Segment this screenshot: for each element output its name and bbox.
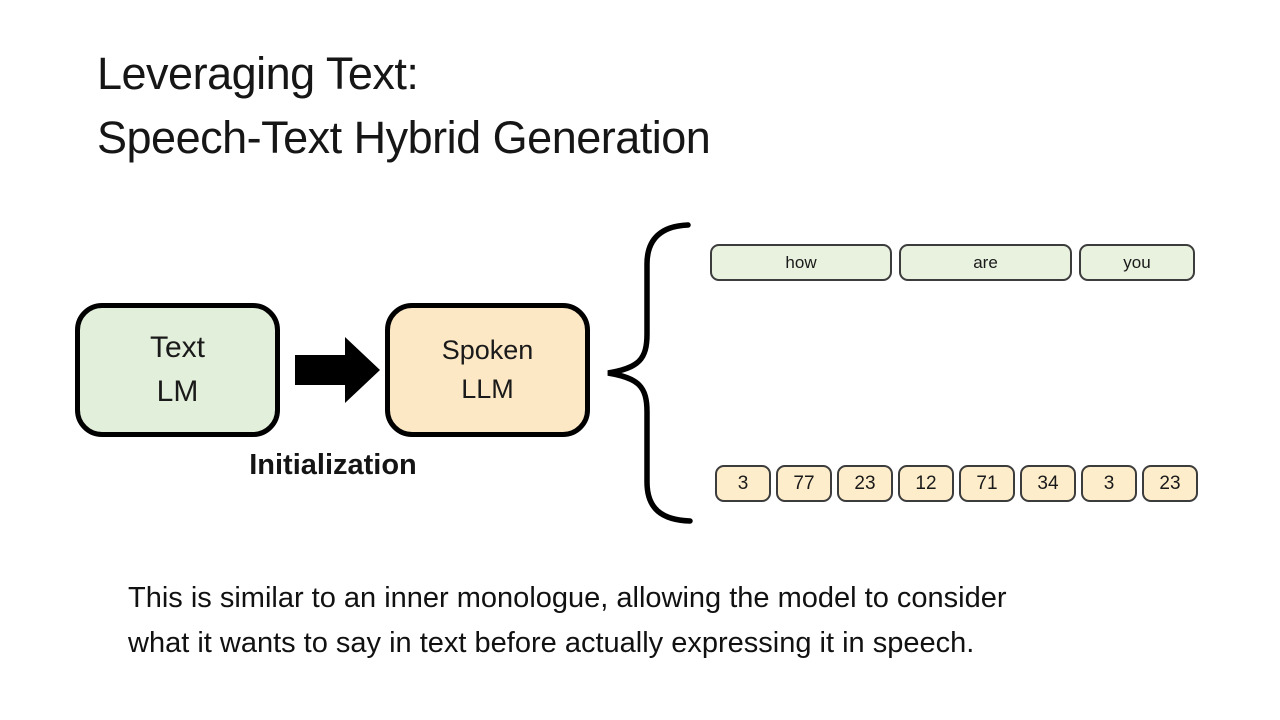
- text-lm-box: Text LM: [75, 303, 280, 437]
- caption: This is similar to an inner monologue, a…: [128, 576, 1007, 666]
- slide-title: Leveraging Text: Speech-Text Hybrid Gene…: [97, 42, 711, 170]
- text-token-box: you: [1079, 244, 1195, 281]
- speech-token-box: 3: [1081, 465, 1137, 502]
- speech-token-box: 23: [837, 465, 893, 502]
- initialization-label: Initialization: [249, 449, 417, 481]
- caption-line-1: This is similar to an inner monologue, a…: [128, 582, 1007, 614]
- speech-token-box: 23: [1142, 465, 1198, 502]
- right-block-arrow-icon: [295, 337, 380, 403]
- speech-token-box: 3: [715, 465, 771, 502]
- spoken-llm-box: Spoken LLM: [385, 303, 590, 437]
- text-lm-label-line-1: Text: [149, 331, 206, 364]
- spoken-llm-label-line-1: Spoken: [441, 335, 534, 365]
- slide-title-line-2: Speech-Text Hybrid Generation: [97, 112, 711, 163]
- speech-token-box: 34: [1020, 465, 1076, 502]
- caption-line-2: what it wants to say in text before actu…: [128, 627, 975, 659]
- slide-title-line-1: Leveraging Text:: [97, 48, 419, 99]
- speech-token-box: 12: [898, 465, 954, 502]
- spoken-llm-label-line-2: LLM: [461, 374, 514, 404]
- left-curly-brace-icon: [607, 222, 693, 524]
- text-lm-label-line-2: LM: [156, 375, 199, 408]
- text-token-box: how: [710, 244, 892, 281]
- speech-token-box: 71: [959, 465, 1015, 502]
- speech-token-box: 77: [776, 465, 832, 502]
- text-token-box: are: [899, 244, 1072, 281]
